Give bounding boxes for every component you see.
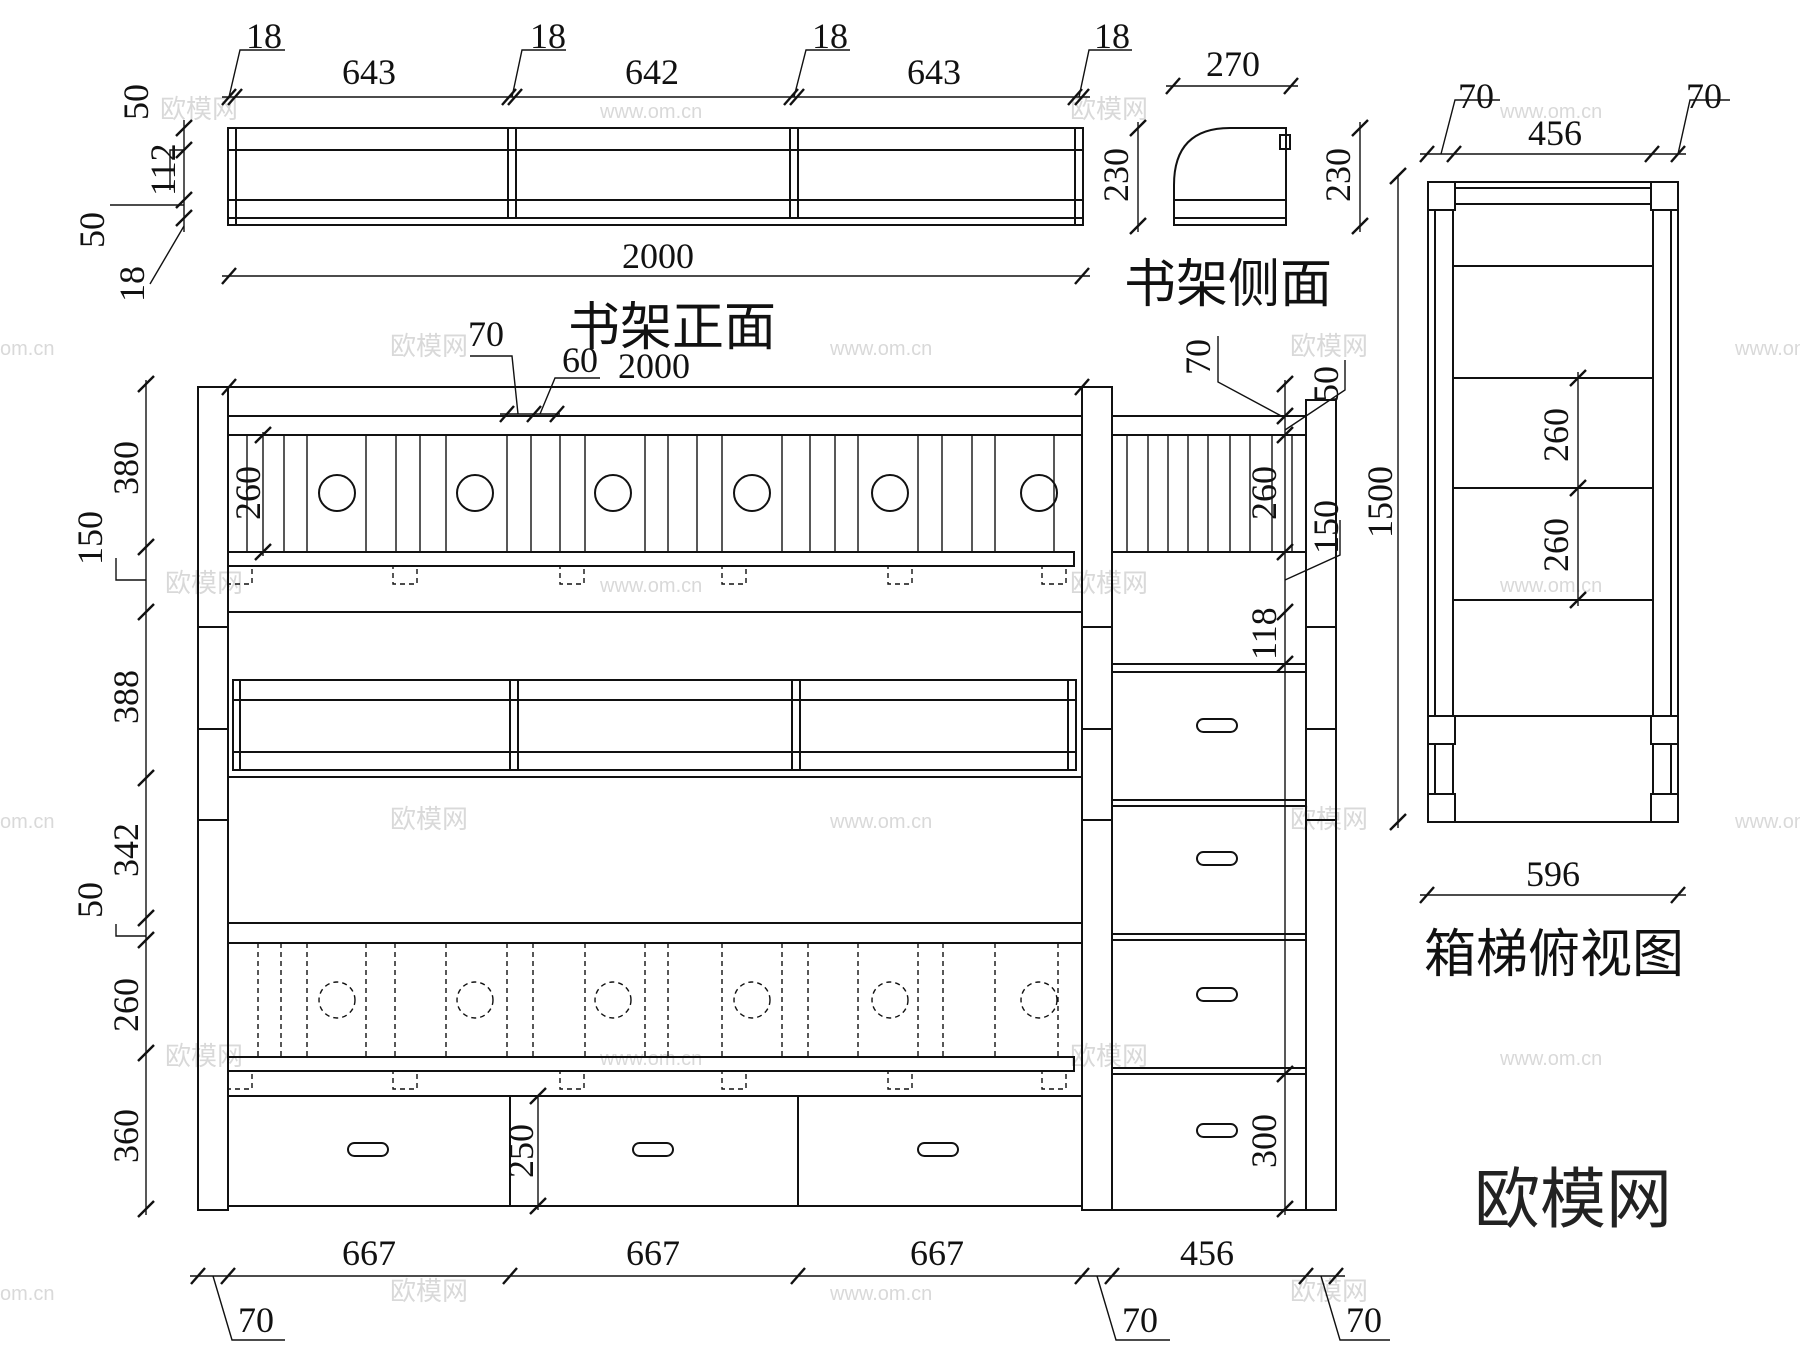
- watermark-url: www.om.cn: [599, 1048, 702, 1070]
- dim-label: 60: [562, 340, 598, 380]
- watermark-brand: 欧模网: [390, 332, 468, 362]
- watermark-url: www.om.cn: [829, 811, 932, 833]
- dim-label: 70: [1346, 1300, 1382, 1340]
- dim-label: 18: [112, 266, 152, 302]
- middle-shelf: [232, 679, 1077, 771]
- stair-top-view: 70 456 70 1500 260 260 596: [1360, 76, 1730, 904]
- stair-upper-slats: [1126, 435, 1293, 552]
- brand-logo: 欧模网: [1474, 1161, 1672, 1238]
- watermark-url: www.om.cn: [1734, 811, 1800, 833]
- bottom-drawers: [228, 1095, 1082, 1207]
- dim-label: 360: [106, 1109, 146, 1163]
- watermark-url: www.om.cn: [1734, 338, 1800, 360]
- dim-label: 50: [116, 84, 156, 120]
- watermark-brand: 欧模网: [165, 569, 243, 599]
- dim-label: 643: [342, 52, 396, 92]
- dim-label: 50: [1306, 366, 1346, 402]
- dim-label: 150: [70, 511, 110, 565]
- dim-label: 18: [1094, 16, 1130, 56]
- watermark-url: www.om.cn: [1499, 101, 1602, 123]
- shelf-side-view: 270 230 230: [1096, 44, 1369, 235]
- shelf-front-view: 18 643 18 642 18 643 18 2000 50 112 50 1…: [72, 16, 1132, 302]
- dim-label: 342: [106, 823, 146, 877]
- dim-label: 380: [106, 441, 146, 495]
- upper-slat-panel: [246, 435, 1058, 552]
- dim-label: 260: [1244, 466, 1284, 520]
- dim-label: 70: [1686, 76, 1722, 116]
- watermark-url: www.om.cn: [829, 338, 932, 360]
- watermark-brand: 欧模网: [390, 1277, 468, 1307]
- watermark-brand: 欧模网: [390, 805, 468, 835]
- dim-label: 260: [228, 466, 268, 520]
- dim-label: 18: [246, 16, 282, 56]
- watermark-url: www.om.cn: [1499, 1048, 1602, 1070]
- lower-slat-panel: [257, 943, 1059, 1057]
- dim-label: 642: [625, 52, 679, 92]
- dim-label: 18: [530, 16, 566, 56]
- watermark-url: om.cn: [0, 811, 54, 833]
- dim-label: 260: [1536, 518, 1576, 572]
- dim-label: 70: [238, 1300, 274, 1340]
- watermark-brand: 欧模网: [1070, 569, 1148, 599]
- dim-label: 250: [501, 1124, 541, 1178]
- upper-bed-feet: [227, 565, 1067, 585]
- dim-label: 456: [1180, 1233, 1234, 1273]
- front-view-title: 书架正面: [568, 298, 776, 358]
- dim-label: 667: [910, 1233, 964, 1273]
- watermark-brand: 欧模网: [1290, 332, 1368, 362]
- dim-label: 2000: [618, 346, 690, 386]
- dim-label: 230: [1318, 148, 1358, 202]
- dim-label: 456: [1528, 113, 1582, 153]
- dim-label: 50: [72, 212, 112, 248]
- watermark-url: www.om.cn: [1499, 575, 1602, 597]
- dim-label: 643: [907, 52, 961, 92]
- dim-label: 388: [106, 670, 146, 724]
- dim-label: 50: [70, 882, 110, 918]
- dim-label: 260: [1536, 408, 1576, 462]
- watermark-url: om.cn: [0, 338, 54, 360]
- dim-label: 260: [106, 978, 146, 1032]
- dim-label: 70: [468, 314, 504, 354]
- dim-label: 112: [143, 143, 183, 196]
- stair-top-title: 箱梯俯视图: [1424, 925, 1684, 985]
- dim-label: 230: [1096, 148, 1136, 202]
- dim-label: 70: [1178, 339, 1218, 375]
- stair-drawers: [1111, 663, 1307, 1211]
- side-view-title: 书架侧面: [1124, 255, 1332, 315]
- watermark-url: www.om.cn: [599, 101, 702, 123]
- dim-label: 270: [1206, 44, 1260, 84]
- watermark-url: om.cn: [0, 1283, 54, 1305]
- dim-label: 118: [1244, 607, 1284, 660]
- dim-label: 70: [1458, 76, 1494, 116]
- dim-label: 150: [1306, 500, 1346, 554]
- dim-label: 18: [812, 16, 848, 56]
- dim-label: 667: [626, 1233, 680, 1273]
- dim-label: 300: [1244, 1114, 1284, 1168]
- dim-label: 1500: [1360, 466, 1400, 538]
- watermark-url: www.om.cn: [599, 575, 702, 597]
- dim-label: 596: [1526, 854, 1580, 894]
- main-elevation: 380 150 388 342 50 260 360 70 60 2000 26…: [70, 314, 1390, 1341]
- dim-label: 2000: [622, 236, 694, 276]
- watermark-brand: 欧模网: [1070, 95, 1148, 125]
- dim-label: 70: [1122, 1300, 1158, 1340]
- lower-bed-feet: [227, 1070, 1067, 1090]
- watermark-url: www.om.cn: [829, 1283, 932, 1305]
- dim-label: 667: [342, 1233, 396, 1273]
